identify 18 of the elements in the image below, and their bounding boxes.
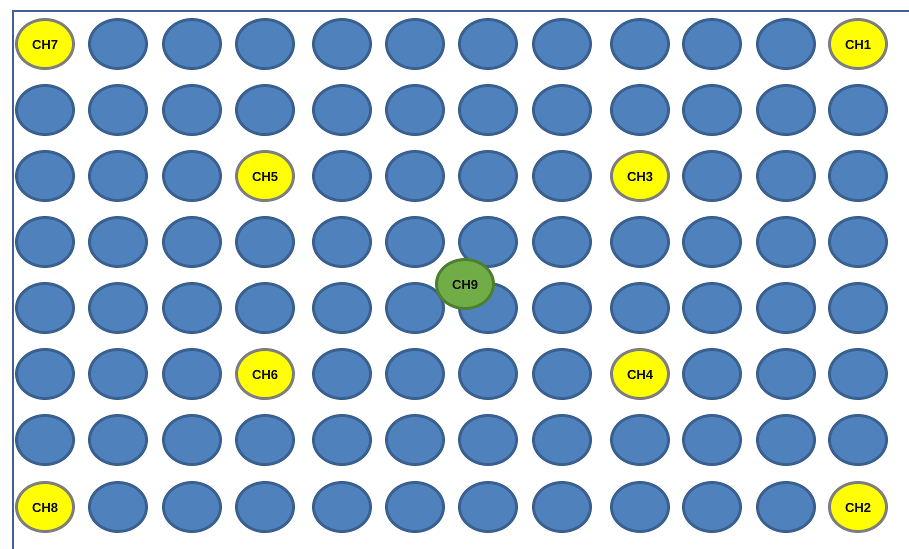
well [15, 84, 75, 136]
well [15, 282, 75, 334]
well-label: CH8 [32, 500, 58, 514]
well-label: CH3 [626, 168, 653, 184]
well-label: CH2 [844, 500, 871, 514]
well-label: CH6 [252, 366, 278, 382]
well-label: CH4 [626, 366, 653, 382]
well [15, 150, 75, 202]
well-label: CH1 [844, 36, 871, 52]
well-label: CH5 [252, 168, 278, 184]
well [15, 481, 75, 533]
well-label: CH7 [32, 36, 58, 52]
well [15, 348, 75, 400]
well [385, 216, 445, 268]
well [15, 18, 75, 70]
well [15, 216, 75, 268]
well-label: CH9 [452, 276, 478, 292]
well [15, 414, 75, 466]
